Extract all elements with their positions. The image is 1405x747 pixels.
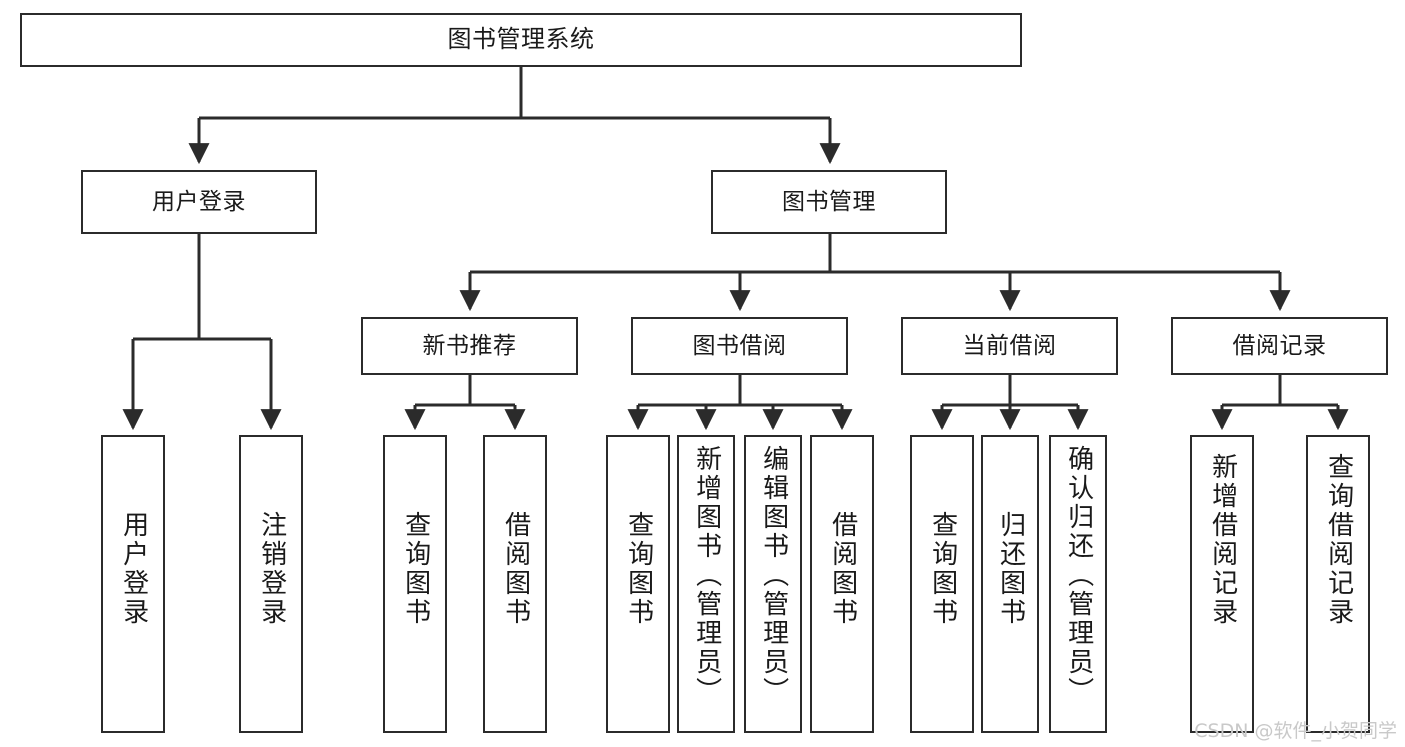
leaf-current-borrow-return[interactable]: 归还图书 xyxy=(981,435,1039,733)
leaf-borrow-record-query[interactable]: 查询借阅记录 xyxy=(1306,435,1370,733)
node-label: 图书管理系统 xyxy=(447,25,595,54)
node-label: 确认归还（管理员） xyxy=(1063,445,1094,706)
node-label: 归还图书 xyxy=(995,511,1026,627)
node-label: 借阅记录 xyxy=(1232,332,1327,359)
node-new-book-recommend[interactable]: 新书推荐 xyxy=(361,317,578,375)
node-label: 借阅图书 xyxy=(500,511,531,627)
node-label: 编辑图书（管理员） xyxy=(758,445,789,706)
leaf-user-login-login[interactable]: 用户登录 xyxy=(101,435,165,733)
node-book-management[interactable]: 图书管理 xyxy=(711,170,947,234)
leaf-current-borrow-confirm-return[interactable]: 确认归还（管理员） xyxy=(1049,435,1107,733)
leaf-new-book-query[interactable]: 查询图书 xyxy=(383,435,447,733)
node-label: 查询图书 xyxy=(927,511,958,627)
node-label: 图书借阅 xyxy=(692,332,787,359)
leaf-borrow-record-add[interactable]: 新增借阅记录 xyxy=(1190,435,1254,733)
node-label: 借阅图书 xyxy=(827,511,858,627)
node-label: 查询图书 xyxy=(623,511,654,627)
node-user-login[interactable]: 用户登录 xyxy=(81,170,317,234)
node-label: 查询借阅记录 xyxy=(1323,453,1354,627)
leaf-book-borrow-borrow[interactable]: 借阅图书 xyxy=(810,435,874,733)
node-root-system[interactable]: 图书管理系统 xyxy=(20,13,1022,67)
leaf-book-borrow-edit[interactable]: 编辑图书（管理员） xyxy=(744,435,802,733)
leaf-book-borrow-query[interactable]: 查询图书 xyxy=(606,435,670,733)
leaf-new-book-borrow[interactable]: 借阅图书 xyxy=(483,435,547,733)
node-label: 新增图书（管理员） xyxy=(691,445,722,706)
node-label: 当前借阅 xyxy=(962,332,1057,359)
node-label: 用户登录 xyxy=(118,511,149,627)
node-borrow-record[interactable]: 借阅记录 xyxy=(1171,317,1388,375)
node-label: 用户登录 xyxy=(152,188,246,215)
node-label: 新书推荐 xyxy=(422,332,517,359)
node-book-borrow[interactable]: 图书借阅 xyxy=(631,317,848,375)
node-label: 新增借阅记录 xyxy=(1207,453,1238,627)
node-label: 注销登录 xyxy=(256,511,287,627)
node-current-borrow[interactable]: 当前借阅 xyxy=(901,317,1118,375)
node-label: 图书管理 xyxy=(782,188,876,215)
node-label: 查询图书 xyxy=(400,511,431,627)
csdn-watermark: CSDN @软件_小贺同学 xyxy=(1194,720,1397,742)
leaf-user-login-logout[interactable]: 注销登录 xyxy=(239,435,303,733)
leaf-current-borrow-query[interactable]: 查询图书 xyxy=(910,435,974,733)
leaf-book-borrow-add[interactable]: 新增图书（管理员） xyxy=(677,435,735,733)
